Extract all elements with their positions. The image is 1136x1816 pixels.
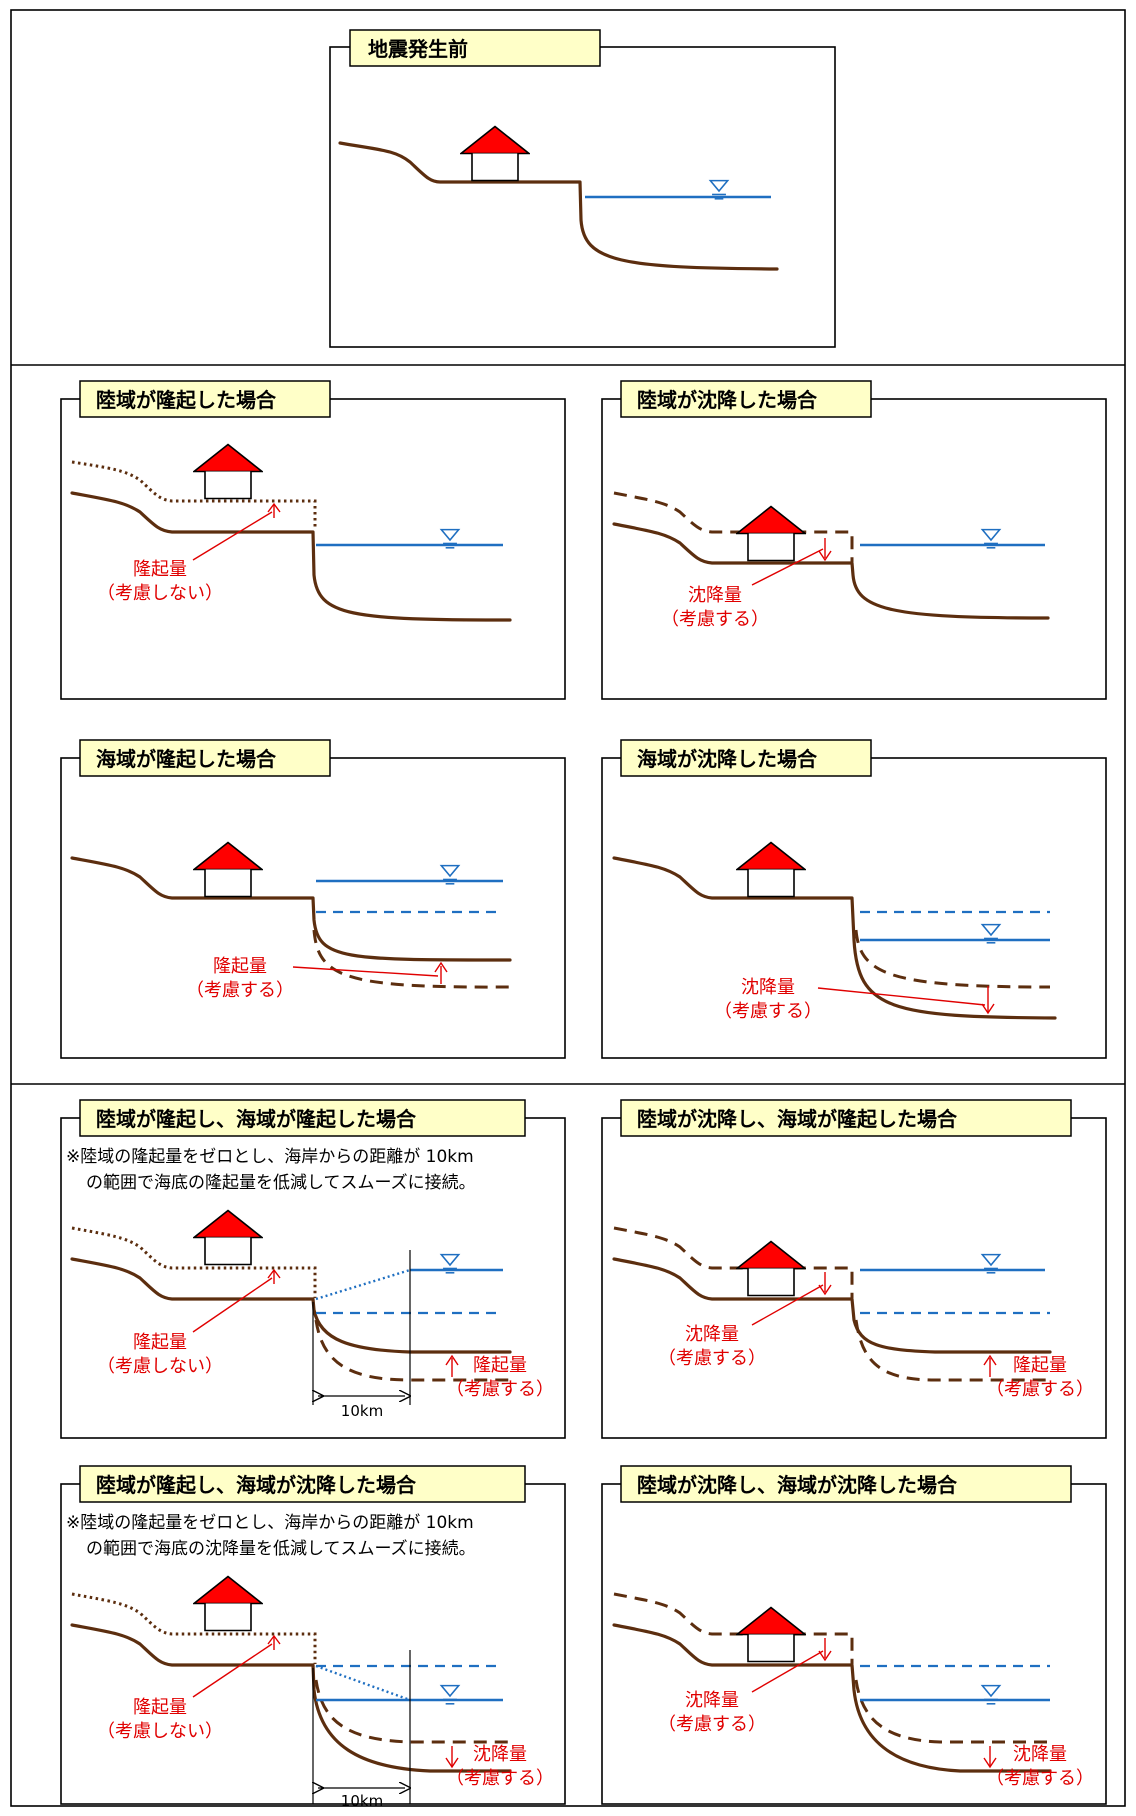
ground-profile [612,1623,1052,1773]
original-ground-dashed [613,491,854,562]
subsidence-note: （考慮する） [714,1001,822,1022]
sea-uplift-label: 隆起量 [1013,1355,1067,1376]
sea-uplift-note: （考慮する） [986,1379,1094,1400]
panel-land-uplift: 陸域が隆起した場合 隆起量 （考慮しない） [60,380,566,700]
remark-line-2: の範囲で海底の隆起量を低減してスムーズに接続。 [86,1173,476,1193]
land-subsidence-note: （考慮する） [658,1348,766,1369]
ground-profile [612,856,1057,1020]
original-ground-dashed [613,1226,854,1298]
distance-label: 10km [341,1792,383,1810]
panel-title: 陸域が沈降した場合 [637,388,818,412]
panel-title: 陸域が隆起し、海域が沈降した場合 [96,1473,417,1497]
sea-subsidence-note: （考慮する） [446,1768,554,1789]
remark-line-1: ※陸域の隆起量をゼロとし、海岸からの距離が 10km [66,1513,474,1533]
panel-title: 海域が沈降した場合 [637,747,818,771]
sea-uplift-label: 隆起量 [473,1355,527,1376]
sea-uplift-note: （考慮する） [446,1379,554,1400]
land-subsidence-label: 沈降量 [685,1690,739,1711]
sea-subsidence-label: 沈降量 [1013,1744,1067,1765]
subsidence-note: （考慮する） [661,609,769,630]
panel-land-uplift-sea-uplift: 陸域が隆起し、海域が隆起した場合 ※陸域の隆起量をゼロとし、海岸からの距離が 1… [60,1099,566,1439]
subsidence-label: 沈降量 [688,585,742,606]
land-subsidence-note: （考慮する） [658,1714,766,1735]
original-ground-dashed [613,1592,854,1664]
panel-title: 地震発生前 [368,37,468,61]
original-seabed-dashed [854,1679,1050,1744]
uplift-note: （考慮しない） [97,583,223,604]
original-seabed-dashed [312,929,511,989]
panel-land-uplift-sea-subside: 陸域が隆起し、海域が沈降した場合 ※陸域の隆起量をゼロとし、海岸からの距離が 1… [60,1465,566,1810]
panel-sea-uplift: 海域が隆起した場合 隆起量 （考慮する） [60,739,566,1059]
leader-line [751,548,824,586]
leader-line [817,987,986,1006]
panel-title: 陸域が沈降し、海域が沈降した場合 [637,1473,958,1497]
original-seabed-dashed [854,929,1051,989]
transition-line-dotted [315,1268,411,1301]
uplifted-ground-dotted [71,1592,317,1664]
sea-subsidence-note: （考慮する） [986,1768,1094,1789]
land-uplift-label: 隆起量 [133,1332,187,1353]
original-seabed-dashed [854,1319,1050,1382]
panel-title: 海域が隆起した場合 [96,747,277,771]
original-seabed-dashed [314,1319,510,1382]
ground-profile [70,856,512,962]
original-seabed-dashed [314,1679,510,1744]
ground-profile [612,522,1050,620]
uplift-label: 隆起量 [213,956,267,977]
leader-line [292,966,439,977]
subsidence-label: 沈降量 [741,977,795,998]
panel-title: 陸域が隆起した場合 [96,388,277,412]
uplifted-ground-dotted [71,1226,317,1298]
remark-line-1: ※陸域の隆起量をゼロとし、海岸からの距離が 10km [66,1147,474,1167]
ground-profile [70,1257,512,1354]
panel-title: 陸域が沈降し、海域が隆起した場合 [637,1107,958,1131]
leader-line [192,511,273,561]
panel-sea-subside: 海域が沈降した場合 沈降量 （考慮する） [601,739,1107,1059]
land-uplift-note: （考慮しない） [97,1356,223,1377]
panel-before-earthquake: 地震発生前 [329,29,836,348]
ground-profile [612,1257,1052,1354]
ground-profile [338,141,779,271]
outer-frame [10,9,1126,1807]
ground-profile [70,491,512,622]
distance-label: 10km [341,1402,383,1420]
land-uplift-label: 隆起量 [133,1697,187,1718]
remark-line-2: の範囲で海底の沈降量を低減してスムーズに接続。 [86,1539,476,1559]
land-uplift-note: （考慮しない） [97,1721,223,1742]
panel-land-subside-sea-uplift: 陸域が沈降し、海域が隆起した場合 沈降量 （考慮する） 隆起量 （考慮する） [601,1099,1107,1439]
panel-land-subside: 陸域が沈降した場合 沈降量 （考慮する） [601,380,1107,700]
sea-subsidence-label: 沈降量 [473,1744,527,1765]
panel-title: 陸域が隆起し、海域が隆起した場合 [96,1107,417,1131]
ground-profile [70,1623,512,1773]
land-subsidence-label: 沈降量 [685,1324,739,1345]
transition-line-dotted [315,1664,411,1702]
panel-title-box [349,29,601,67]
uplift-note: （考慮する） [186,980,294,1001]
uplift-label: 隆起量 [133,559,187,580]
panel-land-subside-sea-subside: 陸域が沈降し、海域が沈降した場合 沈降量 （考慮する） 沈降量 （考慮する） [601,1465,1107,1805]
